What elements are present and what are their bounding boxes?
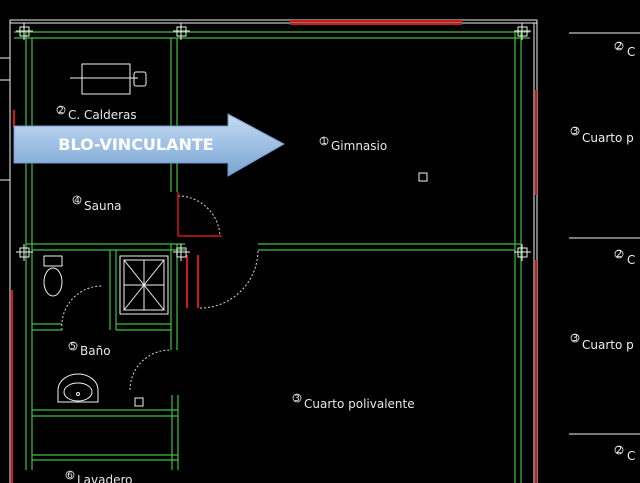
room-number-lavadero: 6	[67, 471, 73, 481]
washbasin-symbol	[57, 373, 99, 403]
room-label-gimnasio: 1 Gimnasio	[319, 136, 387, 153]
side-entry-4: 3 Cuarto p	[570, 333, 634, 352]
side-panel: 2 C 3 Cuarto p 2 C 3 Cuarto p 2 C	[569, 32, 640, 463]
shower-tray	[119, 255, 169, 315]
room-number-calderas: 2	[58, 106, 64, 116]
right-arrow-icon	[13, 113, 286, 177]
room-name-gimnasio: Gimnasio	[331, 139, 387, 153]
room-label-polivalente: 3 Cuarto polivalente	[292, 393, 415, 411]
side-entry-4-text: Cuarto p	[582, 338, 634, 352]
door-leaves	[177, 192, 222, 237]
side-entry-4-number: 3	[572, 333, 578, 344]
room-name-polivalente: Cuarto polivalente	[304, 397, 415, 411]
inner-walls-green	[14, 31, 530, 483]
side-entry-3-number: 2	[616, 249, 622, 260]
side-entry-1: 2 C	[614, 41, 635, 59]
room-number-polivalente: 3	[294, 394, 300, 404]
callout-text: BLO-VINCULANTE	[58, 135, 213, 154]
side-entry-2: 3 Cuarto p	[570, 126, 634, 145]
callout-arrow: BLO-VINCULANTE	[13, 113, 286, 177]
side-entry-1-number: 2	[616, 41, 622, 52]
toilet-symbol	[43, 255, 63, 297]
boiler-symbol	[70, 63, 147, 95]
side-entry-3: 2 C	[614, 249, 635, 267]
room-label-bano: 5 Baño	[68, 341, 111, 358]
side-entry-3-text: C	[627, 253, 635, 267]
room-label-lavadero: 6 Lavadero	[65, 470, 133, 483]
side-entry-5-text: C	[627, 449, 635, 463]
room-label-sauna: 4 Sauna	[72, 195, 122, 213]
room-number-sauna: 4	[74, 196, 80, 206]
window-accents	[11, 20, 537, 483]
room-name-calderas: C. Calderas	[68, 108, 137, 122]
room-name-sauna: Sauna	[84, 199, 122, 213]
left-edge-marks	[0, 57, 10, 181]
room-name-bano: Baño	[80, 344, 111, 358]
side-entry-5: 2 C	[614, 445, 635, 463]
room-name-lavadero: Lavadero	[77, 473, 133, 483]
room-number-gimnasio: 1	[321, 137, 327, 147]
side-entry-1-text: C	[627, 45, 635, 59]
side-entry-2-text: Cuarto p	[582, 131, 634, 145]
outer-walls	[9, 19, 538, 483]
side-entry-5-number: 2	[616, 445, 622, 456]
room-number-bano: 5	[70, 342, 76, 352]
door-arcs	[61, 195, 259, 391]
room-label-calderas: 2 C. Calderas	[56, 105, 137, 122]
column-markers	[16, 23, 531, 407]
side-entry-2-number: 3	[572, 126, 578, 137]
